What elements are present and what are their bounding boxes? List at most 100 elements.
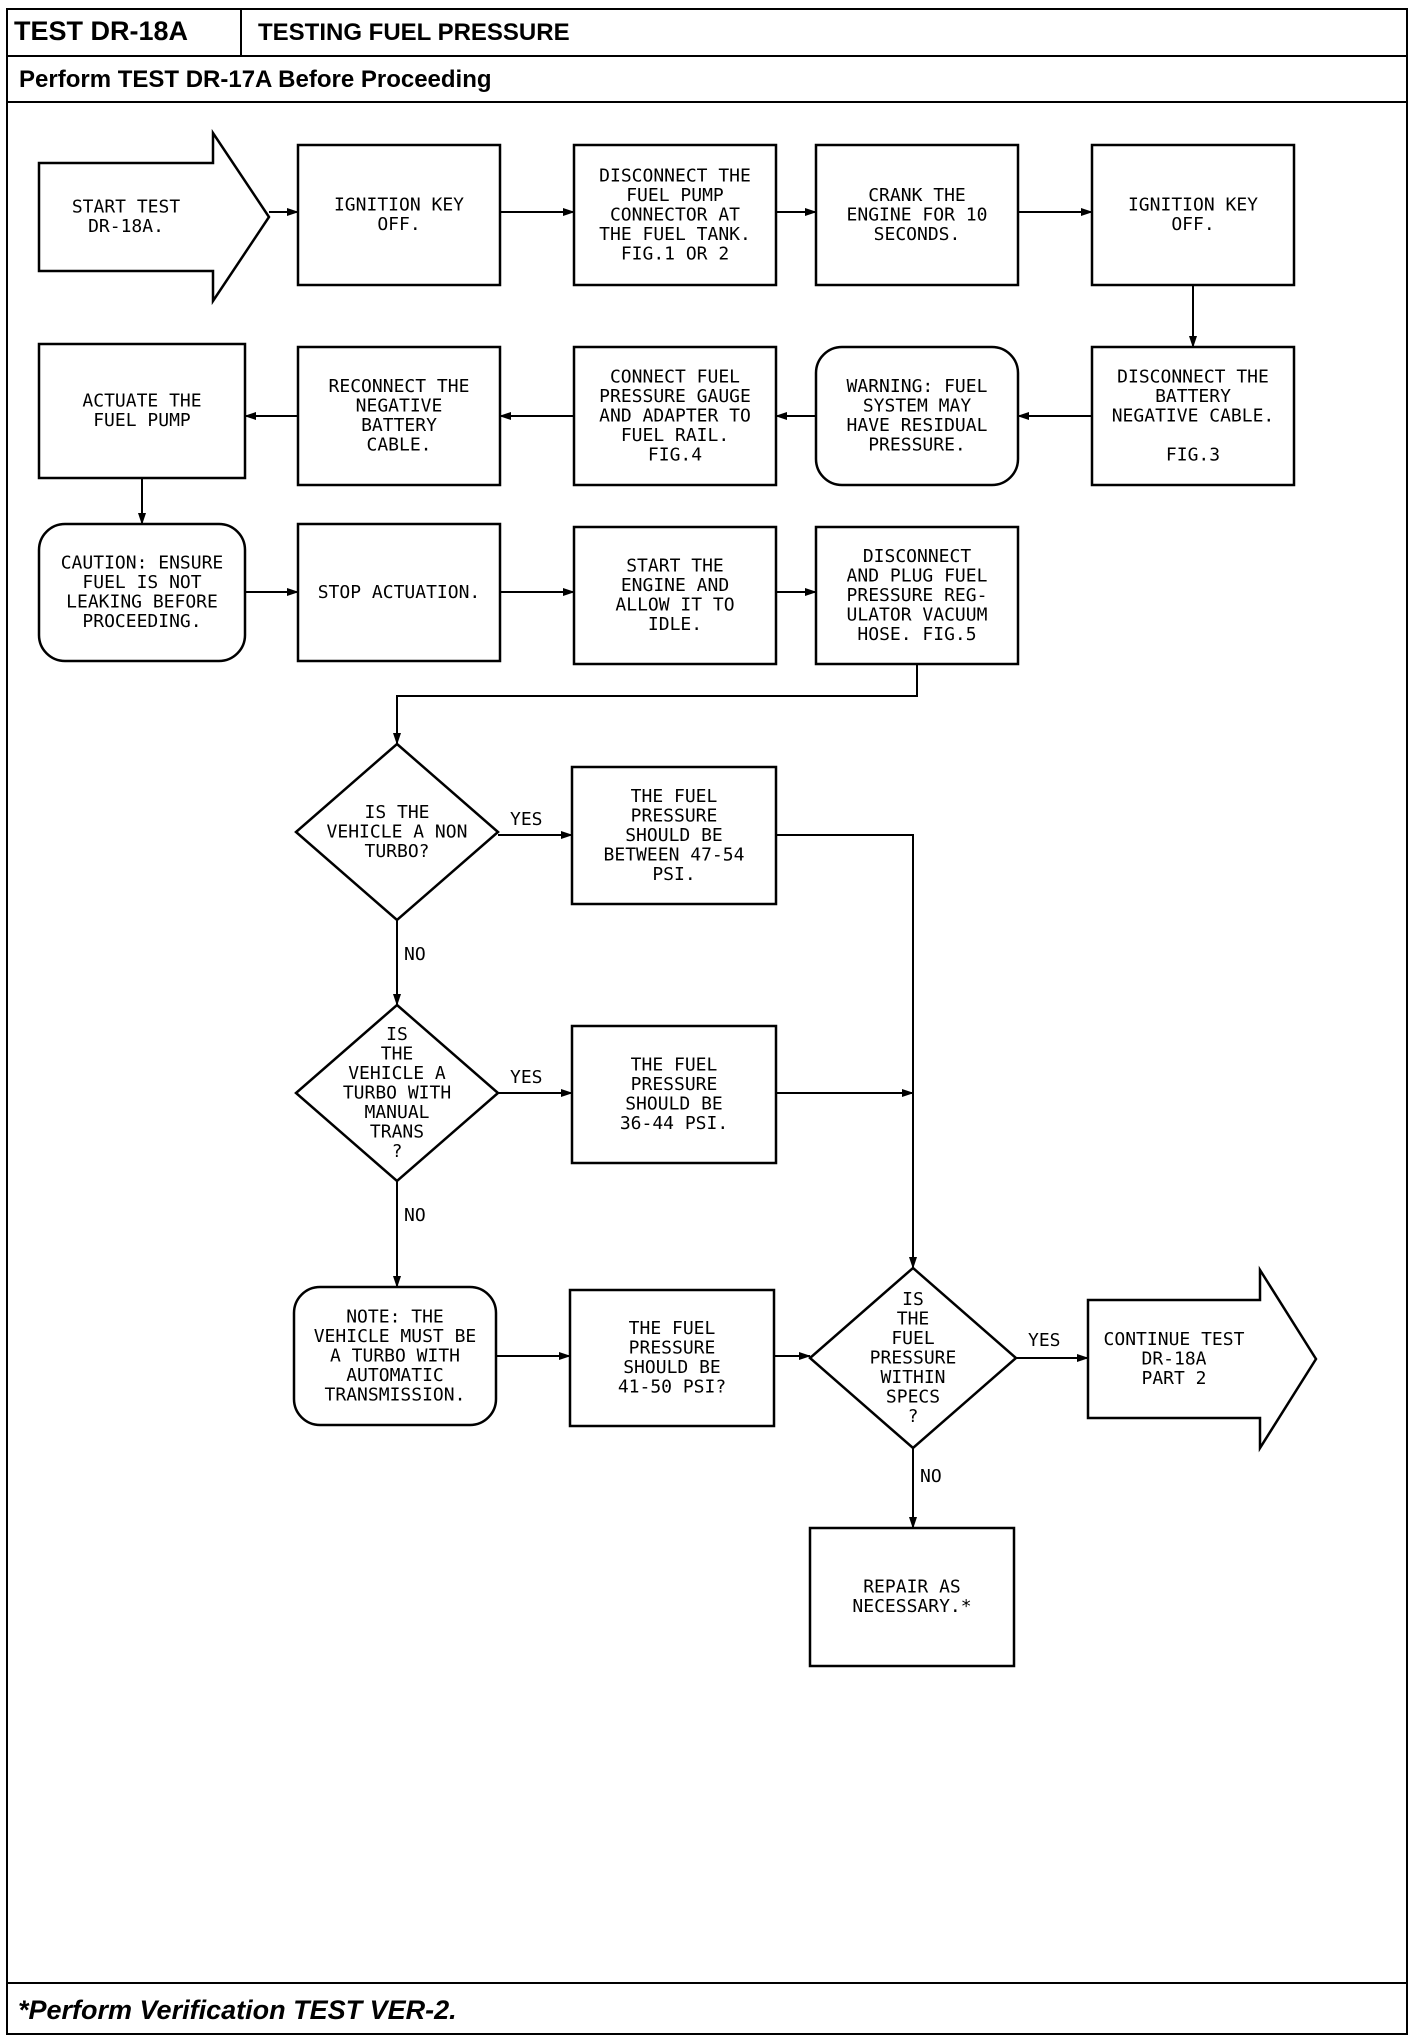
node-shape — [572, 143, 778, 287]
node-text-line: PROCEEDING. — [82, 611, 201, 632]
node-text-line: LEAKING BEFORE — [66, 592, 218, 613]
node-shape — [808, 1266, 1018, 1450]
node-shape — [294, 742, 500, 922]
node-text-line: START THE — [626, 556, 724, 577]
edge-q-within-to-repair: NO — [909, 1448, 942, 1529]
node-text-line: AND PLUG FUEL — [847, 565, 988, 586]
node-text-line: CONTINUE TEST — [1104, 1329, 1245, 1350]
node-text-line: FUEL — [891, 1328, 935, 1349]
node-shape — [1086, 1265, 1318, 1453]
node-text-line: AUTOMATIC — [346, 1365, 444, 1386]
node-shape — [570, 765, 778, 906]
node-text-line: AND ADAPTER TO — [599, 405, 751, 426]
edge-disconnect-hose-to-q-nonturbo — [393, 664, 918, 745]
node-text-line: IS THE — [364, 802, 429, 823]
edge-label-no: NO — [920, 1466, 942, 1487]
node-text-line: THE FUEL — [631, 1055, 718, 1076]
edge-q-manual-to-spec-36: YES — [498, 1067, 573, 1097]
edge-q-nonturbo-to-spec-47: YES — [498, 809, 573, 839]
node-text-line: PRESSURE. — [868, 435, 966, 456]
node-text-line: VEHICLE MUST BE — [314, 1326, 477, 1347]
node-text-line: OFF. — [1171, 214, 1214, 235]
node-text-line: PRESSURE — [631, 805, 718, 826]
node-shape — [296, 143, 502, 287]
node-text-line: CONNECTOR AT — [610, 204, 740, 225]
page-title: TESTING FUEL PRESSURE — [258, 19, 570, 46]
edge-q-within-to-continue: YES — [1016, 1330, 1089, 1362]
node-text-line: SECONDS. — [874, 224, 961, 245]
node-text-line: PRESSURE GAUGE — [599, 386, 751, 407]
node-text-line: CABLE. — [366, 435, 431, 456]
node-shape — [572, 345, 778, 487]
node-text-line: IS — [386, 1024, 408, 1045]
node-text-line: DR-18A — [1141, 1348, 1206, 1369]
node-text-line: WARNING: FUEL — [847, 376, 988, 397]
title-row: TEST DR-18A TESTING FUEL PRESSURE — [6, 8, 1408, 57]
node-text-line: 41-50 PSI? — [618, 1377, 726, 1398]
node-text-line: IS — [902, 1289, 924, 1310]
edge-label-yes: YES — [510, 809, 543, 830]
node-text-line: BATTERY — [361, 415, 437, 436]
node-text-line: THE — [897, 1308, 930, 1329]
node-text-line: PART 2 — [1141, 1368, 1206, 1389]
node-stop: STOP ACTUATION. — [296, 522, 502, 663]
node-text-line: PRESSURE REG- — [847, 585, 988, 606]
footer-note: *Perform Verification TEST VER-2. — [6, 1982, 1408, 2035]
node-text-line: A TURBO WITH — [330, 1345, 460, 1366]
node-text-line: NEGATIVE CABLE. — [1112, 405, 1275, 426]
node-shape — [568, 1288, 776, 1428]
node-text-line: THE — [381, 1043, 414, 1064]
node-text-line: IGNITION KEY — [334, 195, 464, 216]
node-text-line: FUEL RAIL. — [621, 425, 729, 446]
node-text-line: ALLOW IT TO — [615, 595, 734, 616]
edge-label-yes: YES — [1028, 1330, 1061, 1351]
node-text-line: SHOULD BE — [625, 1094, 723, 1115]
node-text-line: WITHIN — [880, 1367, 945, 1388]
node-text-line: FIG.4 — [648, 444, 702, 465]
node-text-line: NOTE: THE — [346, 1306, 444, 1327]
node-shape — [296, 345, 502, 487]
node-text-line: PRESSURE — [631, 1074, 718, 1095]
prerequisite-note: Perform TEST DR-17A Before Proceeding — [6, 57, 1408, 103]
node-text-line: FIG.1 OR 2 — [621, 243, 729, 264]
node-text-line: THE FUEL — [629, 1318, 716, 1339]
node-text-line: IGNITION KEY — [1128, 195, 1258, 216]
node-shape — [570, 1024, 778, 1165]
node-shape — [296, 522, 502, 663]
node-text-line: DISCONNECT — [863, 546, 972, 567]
node-text-line: PRESSURE — [629, 1338, 716, 1359]
node-text-line: ENGINE FOR 10 — [847, 204, 988, 225]
node-text-line: FIG.3 — [1166, 444, 1220, 465]
node-text-line: VEHICLE A NON — [327, 821, 468, 842]
node-text-line: DISCONNECT THE — [599, 165, 751, 186]
node-text-line: PRESSURE — [870, 1347, 957, 1368]
node-text-line: TRANS — [370, 1121, 424, 1142]
node-text-line: RECONNECT THE — [329, 376, 470, 397]
node-text-line: CAUTION: ENSURE — [61, 553, 224, 574]
node-shape — [1090, 143, 1296, 287]
node-text-line: TURBO? — [364, 841, 429, 862]
node-text-line: CRANK THE — [868, 185, 966, 206]
node-text-line: ACTUATE THE — [82, 391, 201, 412]
node-text-line: DISCONNECT THE — [1117, 366, 1269, 387]
edge-label-yes: YES — [510, 1067, 543, 1088]
edge-q-nonturbo-to-q-manual: NO — [393, 920, 426, 1006]
edge-spec-47-to-q-within — [776, 834, 917, 1269]
edge-label-no: NO — [404, 1205, 426, 1226]
node-text-line: HAVE RESIDUAL — [847, 415, 988, 436]
node-text-line: STOP ACTUATION. — [318, 582, 481, 603]
